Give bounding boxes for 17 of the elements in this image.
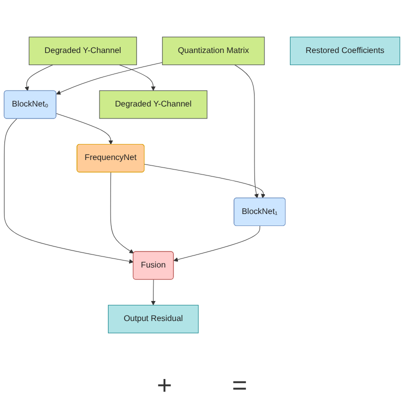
arrow	[24, 64, 54, 92]
node-box: Restored Coefficients	[290, 36, 400, 66]
node-box: Quantization Matrix	[162, 36, 265, 66]
arrow	[151, 279, 156, 306]
arrow	[110, 172, 134, 254]
arrow	[56, 62, 163, 95]
arrow	[144, 164, 266, 198]
math-operator: +	[156, 370, 172, 401]
arrow	[173, 226, 260, 262]
math-operator: =	[232, 370, 248, 401]
arrow	[234, 64, 259, 198]
node-box: Degraded Y-Channel	[99, 90, 208, 119]
node-box: Output Residual	[108, 304, 199, 334]
arrow	[119, 64, 156, 91]
arrow	[56, 113, 114, 145]
arrow	[4, 118, 134, 264]
node-box: Degraded Y-Channel	[28, 36, 137, 66]
